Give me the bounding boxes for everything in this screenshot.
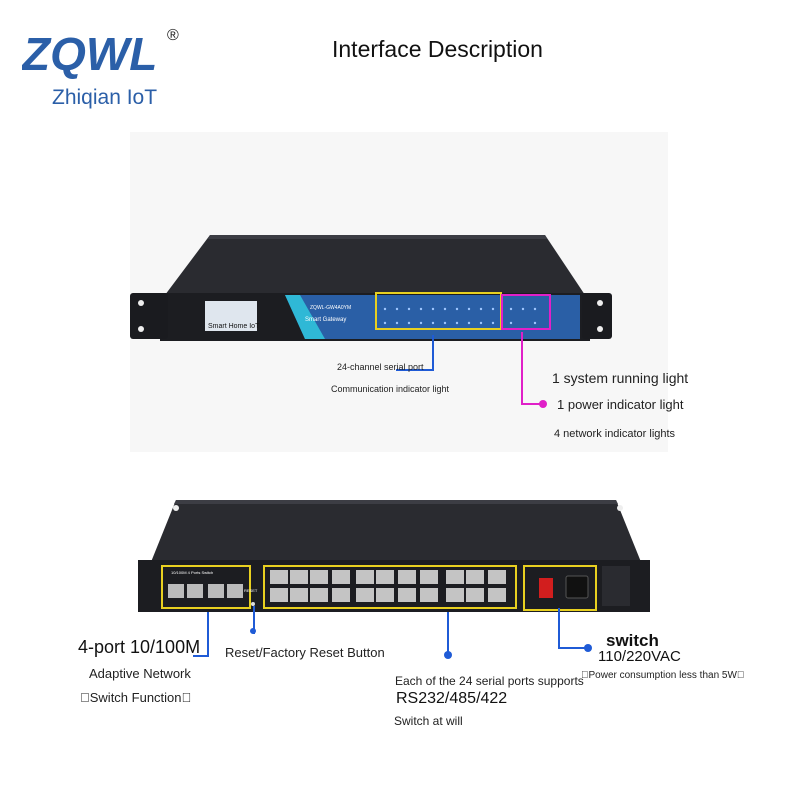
front-model-label: ZQWL-GW4A0YM	[310, 305, 351, 311]
front-device-image: Smart Home IoT ZQWL-GW4A0YM Smart Gatewa…	[130, 235, 612, 341]
power-callout-line-h	[558, 647, 588, 649]
front-product-label: Smart Gateway	[305, 317, 346, 323]
indicator-callout-dot	[539, 400, 547, 408]
brand-subtitle: Zhiqian IoT	[52, 86, 158, 109]
switch-panel-label: 10/100M 4 Ports Switch	[171, 570, 213, 575]
serial-led-callout-line-h	[396, 369, 434, 371]
reset-callout: Reset/Factory Reset Button	[225, 645, 385, 660]
indicator-callout-line-h	[521, 403, 543, 405]
serial-led-callout-line2: Communication indicator light	[331, 384, 450, 394]
serial-callout-line2: RS232/485/422	[396, 690, 508, 707]
network-callout-line	[207, 612, 209, 656]
serial-led-callout-line1: 24-channel serial port	[337, 362, 424, 372]
network-callout-line1: 4-port 10/100M	[78, 637, 201, 657]
power-callout-line3:  Power consumption less than 5W 	[581, 670, 745, 681]
serial-led-callout-line	[432, 335, 434, 370]
power-callout-line2: 110/220VAC	[598, 648, 681, 665]
power-callout-dot	[584, 644, 592, 652]
reset-label: RESET	[244, 588, 258, 593]
serial-callout-line	[447, 612, 449, 654]
serial-callout-dot	[444, 651, 452, 659]
power-callout-line1: switch	[606, 631, 659, 650]
logo-letters: ZQWL	[22, 28, 157, 80]
network-callout-line3:  Switch Function 	[80, 690, 192, 705]
serial-callout-line3: Switch at will	[394, 714, 463, 728]
indicator-callout-line	[521, 332, 523, 404]
network-callout-line-h	[193, 655, 209, 657]
zqwl-logo: ZQWL ®	[22, 27, 179, 80]
registered-mark: ®	[167, 27, 179, 44]
reset-callout-line	[253, 606, 255, 634]
serial-callout-line1: Each of the 24 serial ports supports	[395, 674, 584, 688]
reset-callout-dot	[250, 628, 256, 634]
back-device-image: 10/100M 4 Ports Switch RESET	[138, 500, 650, 612]
indicator-callout-line3: 4 network indicator lights	[554, 428, 676, 440]
indicator-callout-line2: 1 power indicator light	[557, 397, 684, 412]
front-logo-caption: Smart Home IoT	[208, 323, 260, 330]
network-callout-line2: Adaptive Network	[89, 666, 191, 681]
page-title: Interface Description	[332, 36, 543, 62]
power-callout-line	[558, 608, 560, 648]
indicator-callout-line1: 1 system running light	[552, 370, 689, 386]
